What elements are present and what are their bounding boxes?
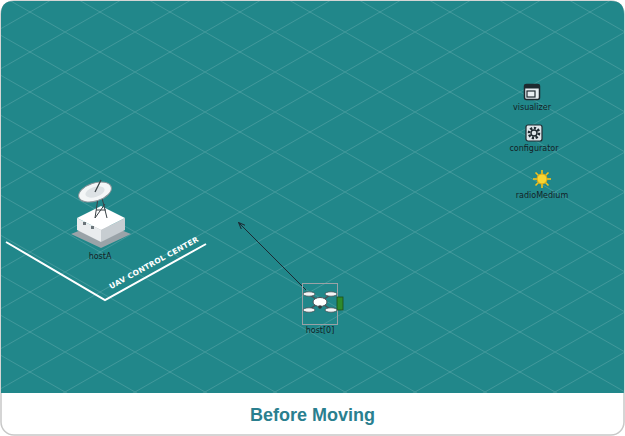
configurator-module: configurator [502, 124, 566, 154]
figure-caption: Before Moving [0, 405, 625, 426]
node-label: configurator [502, 144, 566, 154]
ground-station: hostA [60, 178, 140, 262]
node-label: hostA [60, 252, 140, 262]
visualizer-module: visualizer [502, 83, 562, 113]
uav-host: host[0] [294, 283, 346, 336]
node-label: host[0] [294, 326, 346, 336]
iso-grid [0, 0, 625, 394]
velocity-arrow [239, 223, 306, 290]
radio-medium-module: radioMedium [507, 169, 577, 201]
node-label: radioMedium [507, 191, 577, 201]
node-icon [507, 169, 577, 189]
node-icon [60, 178, 140, 250]
playground [0, 0, 625, 394]
node-icon [502, 83, 562, 101]
node-label: visualizer [502, 103, 562, 113]
node-icon [502, 124, 566, 142]
node-icon [294, 283, 346, 325]
